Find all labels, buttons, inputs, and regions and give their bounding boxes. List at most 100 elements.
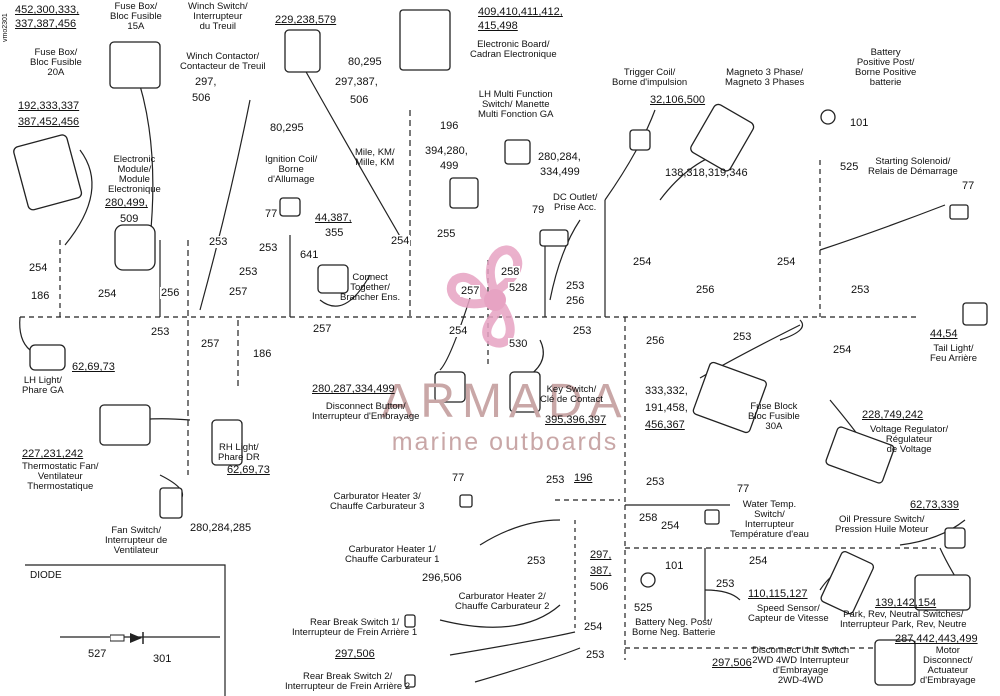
- electronic-board-label: Electronic Board/ Cadran Electronique: [470, 39, 557, 60]
- part-number: 139,142,154: [875, 597, 937, 609]
- connect-together-label: Connect Together/ Brancher Ens.: [340, 272, 401, 303]
- wire-number: 253: [572, 325, 593, 337]
- part-number: 387,: [590, 565, 612, 577]
- part-number: 77: [737, 483, 750, 495]
- part-number: 297,506: [712, 657, 752, 669]
- part-number: 452,300,333,: [15, 4, 80, 16]
- wire-number: 255: [436, 228, 457, 240]
- carburator-heater-3-label: Carburator Heater 3/ Chauffe Carburateur…: [330, 491, 425, 512]
- wire-number: 253: [526, 555, 547, 567]
- key-switch-label: Key Switch/ Clé de Contact: [540, 384, 603, 405]
- wire-number: 253: [732, 331, 753, 343]
- part-number: 394,280,: [425, 145, 468, 157]
- wire-number: 186: [252, 348, 273, 360]
- part-number: 101: [850, 117, 869, 129]
- wire-number: 253: [715, 578, 736, 590]
- part-number: 297,: [195, 76, 217, 88]
- tail-light-label: Tail Light/ Feu Arrière: [930, 343, 977, 364]
- part-number: 337,387,456: [15, 18, 77, 30]
- part-number: 110,115,127: [748, 588, 808, 600]
- dc-outlet-label: DC Outlet/ Prise Acc.: [553, 192, 598, 213]
- part-number: 509: [120, 213, 139, 225]
- magneto-label: Magneto 3 Phase/ Magneto 3 Phases: [725, 67, 805, 88]
- part-number: 641: [300, 249, 319, 261]
- part-number: 280,284,285: [190, 522, 252, 534]
- part-number: 297,387,: [335, 76, 378, 88]
- part-number: 409,410,411,412,: [478, 6, 563, 18]
- wire-number: 254: [776, 256, 797, 268]
- fuse-box-15a-label: Fuse Box/ Bloc Fusible 15A: [110, 1, 162, 32]
- disconnect-unit-switch-label: Disconnect Unit Switch 2WD 4WD Interrupt…: [752, 645, 850, 686]
- wire-number: 253: [645, 476, 666, 488]
- part-number: 80,295: [348, 56, 382, 68]
- part-number: 280,287,334,499: [312, 383, 395, 395]
- diode-legend-title: DIODE: [30, 570, 62, 581]
- part-number: 191,458,: [645, 402, 688, 414]
- carburator-heater-2-label: Carburator Heater 2/ Chauffe Carburateur…: [455, 591, 550, 612]
- rear-brake-switch-1-label: Rear Break Switch 1/ Interrupteur de Fre…: [292, 617, 418, 638]
- wire-number: 254: [28, 262, 49, 274]
- part-number: 415,498: [478, 20, 518, 32]
- part-number: 101: [665, 560, 684, 572]
- part-number: 506: [590, 581, 609, 593]
- trigger-coil-label: Trigger Coil/ Borne d'impulsion: [612, 67, 688, 88]
- part-number: 355: [325, 227, 344, 239]
- speed-sensor-label: Speed Sensor/ Capteur de Vitesse: [748, 603, 829, 624]
- part-number: 456,367: [645, 419, 685, 431]
- part-number: 77: [962, 180, 975, 192]
- logo-wordmark: ARMADA: [381, 375, 629, 428]
- part-number: 333,332,: [645, 385, 688, 397]
- part-number: 77: [452, 472, 465, 484]
- lh-light-label: LH Light/ Phare GA: [22, 375, 64, 396]
- part-number: 77: [265, 208, 278, 220]
- park-rev-neutral-label: Park, Rev, Neutral Switches/ Interrupteu…: [840, 609, 967, 630]
- part-number: 192,333,337: [18, 100, 80, 112]
- battery-positive-label: Battery Positive Post/ Borne Positive ba…: [855, 47, 917, 88]
- part-number: 62,69,73: [72, 361, 115, 373]
- part-number: 228,749,242: [862, 409, 924, 421]
- wire-number: 254: [390, 235, 411, 247]
- part-number: 229,238,579: [275, 14, 337, 26]
- part-number: 138,318,319,346: [665, 167, 748, 179]
- water-temp-switch-label: Water Temp. Switch/ Interrupteur Tempéra…: [730, 499, 809, 540]
- part-number: 387,452,456: [18, 116, 80, 128]
- ignition-coil-label: Ignition Coil/ Borne d'Allumage: [265, 154, 318, 185]
- rh-light-label: RH Light/ Phare DR: [218, 442, 260, 463]
- wire-number: 253: [238, 266, 259, 278]
- part-number: 44,387,: [315, 212, 352, 224]
- fan-switch-label: Fan Switch/ Interrupteur de Ventilateur: [105, 525, 168, 556]
- part-number: 296,506: [422, 572, 462, 584]
- wire-number: 530: [508, 338, 529, 350]
- oil-pressure-switch-label: Oil Pressure Switch/ Pression Huile Mote…: [835, 514, 929, 535]
- wire-number: 254: [632, 256, 653, 268]
- part-number: 499: [440, 160, 459, 172]
- wire-number: 528: [508, 282, 529, 294]
- wire-number: 253: [150, 326, 171, 338]
- wire-number: 257: [200, 338, 221, 350]
- part-number: 280,499,: [105, 197, 148, 209]
- motor-disconnect-label: Motor Disconnect/ Actuateur d'Embrayage: [920, 645, 976, 686]
- part-number: 62,73,339: [910, 499, 959, 511]
- wire-number: 253: [545, 474, 566, 486]
- logo-tagline: marine outboards: [391, 428, 619, 456]
- fuse-block-30a-label: Fuse Block Bloc Fusible 30A: [748, 401, 800, 432]
- disconnect-button-label: Disconnect Button/ Interrupteur d'Embray…: [312, 401, 420, 422]
- wire-number: 257: [312, 323, 333, 335]
- part-number: 79: [532, 204, 545, 216]
- part-number: 525: [840, 161, 859, 173]
- part-number: 196: [440, 120, 459, 132]
- wire-number: 257: [460, 285, 481, 297]
- wire-number: 253: [258, 242, 279, 254]
- fuse-box-20a-label: Fuse Box/ Bloc Fusible 20A: [30, 47, 82, 78]
- voltage-regulator-label: Voltage Regulator/ Régulateur de Voltage: [870, 424, 949, 455]
- wire-number: 254: [583, 621, 604, 633]
- carburator-heater-1-label: Carburator Heater 1/ Chauffe Carburateur…: [345, 544, 440, 565]
- wire-number: 254: [832, 344, 853, 356]
- wire-number: 257: [228, 286, 249, 298]
- wire-number: 253: [565, 280, 586, 292]
- lh-multi-function-label: LH Multi Function Switch/ Manette Multi …: [478, 89, 554, 120]
- winch-switch-label: Winch Switch/ Interrupteur du Treuil: [188, 1, 248, 32]
- part-number: 297,506: [335, 648, 375, 660]
- wire-number: 254: [660, 520, 681, 532]
